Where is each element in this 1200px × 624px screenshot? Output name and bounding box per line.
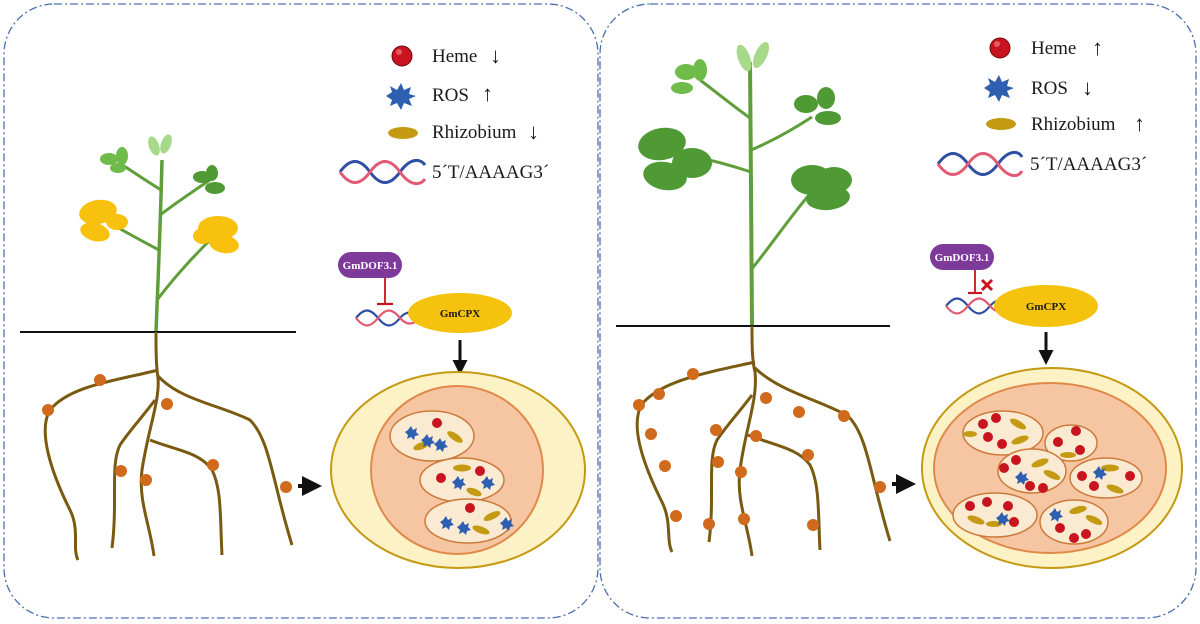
right-nodule-section [921, 367, 1183, 569]
repressor-label: GmDOF3.1 [935, 252, 990, 264]
green-leaf [205, 182, 225, 194]
infected-cell [997, 448, 1067, 494]
legend-rhizobium-label: Rhizobium [1031, 114, 1116, 135]
green-leaf [672, 148, 712, 178]
infected-cell [1044, 424, 1098, 462]
green-leaf [794, 95, 818, 113]
target-gene-badge [994, 285, 1098, 327]
right-panel-border [599, 3, 1197, 619]
infected-cell [952, 492, 1038, 538]
green-leaf [116, 147, 128, 165]
yellow-leaf [209, 234, 239, 254]
legend-ros-label: ROS [432, 85, 469, 106]
apex-leaf [736, 44, 752, 72]
dna-icon [936, 150, 1024, 178]
green-leaf [638, 127, 686, 161]
left-nodule-section [330, 371, 586, 569]
target-gene-label: GmCPX [440, 308, 480, 320]
infected-cell [424, 498, 514, 544]
dna-icon [338, 158, 427, 186]
right-panel: Heme ↑ ROS ↓ Rhizobium ↑ 5´T/AAAAG3´ [599, 3, 1197, 619]
green-leaf [671, 82, 693, 94]
yellow-leaf [80, 222, 110, 242]
right-regulation: GmDOF3.1 GmCPX [930, 244, 1098, 365]
green-leaf [110, 163, 126, 173]
repressor-badge [338, 252, 402, 278]
legend-ros-arrow: ↓ [1082, 75, 1093, 100]
infected-cell [962, 410, 1044, 456]
apex-leaf [160, 134, 172, 154]
green-leaf [675, 64, 697, 80]
repressor-badge [930, 244, 994, 270]
infected-cell [419, 457, 505, 503]
apex-leaf [752, 42, 770, 68]
target-gene-badge [408, 293, 512, 333]
left-nodules [42, 374, 292, 493]
infected-cell [1039, 499, 1109, 545]
infected-cell [1069, 457, 1143, 499]
infected-cell [389, 410, 475, 462]
yellow-leaf [106, 214, 128, 230]
legend-heme-arrow: ↓ [490, 43, 501, 68]
rhizobium-icon [986, 118, 1016, 130]
legend-motif-label: 5´T/AAAAG3´ [1030, 154, 1147, 175]
heme-icon [391, 45, 413, 67]
legend-heme-arrow: ↑ [1092, 35, 1103, 60]
legend-rhizobium-arrow: ↑ [1134, 111, 1145, 136]
green-leaf [817, 87, 835, 109]
green-leaf [693, 59, 707, 81]
heme-icon [989, 37, 1011, 59]
ros-icon [386, 83, 416, 110]
legend-rhizobium-label: Rhizobium [432, 122, 517, 143]
left-plant-shoot [79, 134, 239, 333]
left-legend: Heme ↓ ROS ↑ Rhizobium ↓ 5´T/AAAAG3´ [338, 43, 549, 186]
target-gene-label: GmCPX [1026, 301, 1066, 313]
green-leaf [806, 185, 850, 211]
left-panel: Heme ↓ ROS ↑ Rhizobium ↓ 5´T/AAAAG3´ [3, 3, 599, 619]
legend-ros-arrow: ↑ [482, 81, 493, 106]
rhizobium-icon [388, 127, 418, 139]
green-leaf [100, 153, 118, 165]
right-legend: Heme ↑ ROS ↓ Rhizobium ↑ 5´T/AAAAG3´ [936, 35, 1147, 178]
green-leaf [815, 111, 841, 125]
right-plant-shoot [638, 42, 852, 327]
left-roots [43, 331, 294, 561]
legend-rhizobium-arrow: ↓ [528, 119, 539, 144]
blocked-x-icon [980, 278, 994, 292]
green-leaf [206, 165, 218, 181]
legend-heme-label: Heme [1031, 38, 1076, 59]
legend-motif-label: 5´T/AAAAG3´ [432, 162, 549, 183]
left-panel-border [3, 3, 599, 619]
right-nodules [633, 368, 886, 531]
yellow-leaf [193, 228, 213, 244]
left-regulation: GmDOF3.1 GmCPX [338, 252, 512, 375]
legend-ros-label: ROS [1031, 78, 1068, 99]
legend-heme-label: Heme [432, 46, 477, 67]
ros-icon [984, 75, 1014, 102]
apex-leaf [148, 136, 160, 156]
repressor-label: GmDOF3.1 [343, 260, 398, 272]
